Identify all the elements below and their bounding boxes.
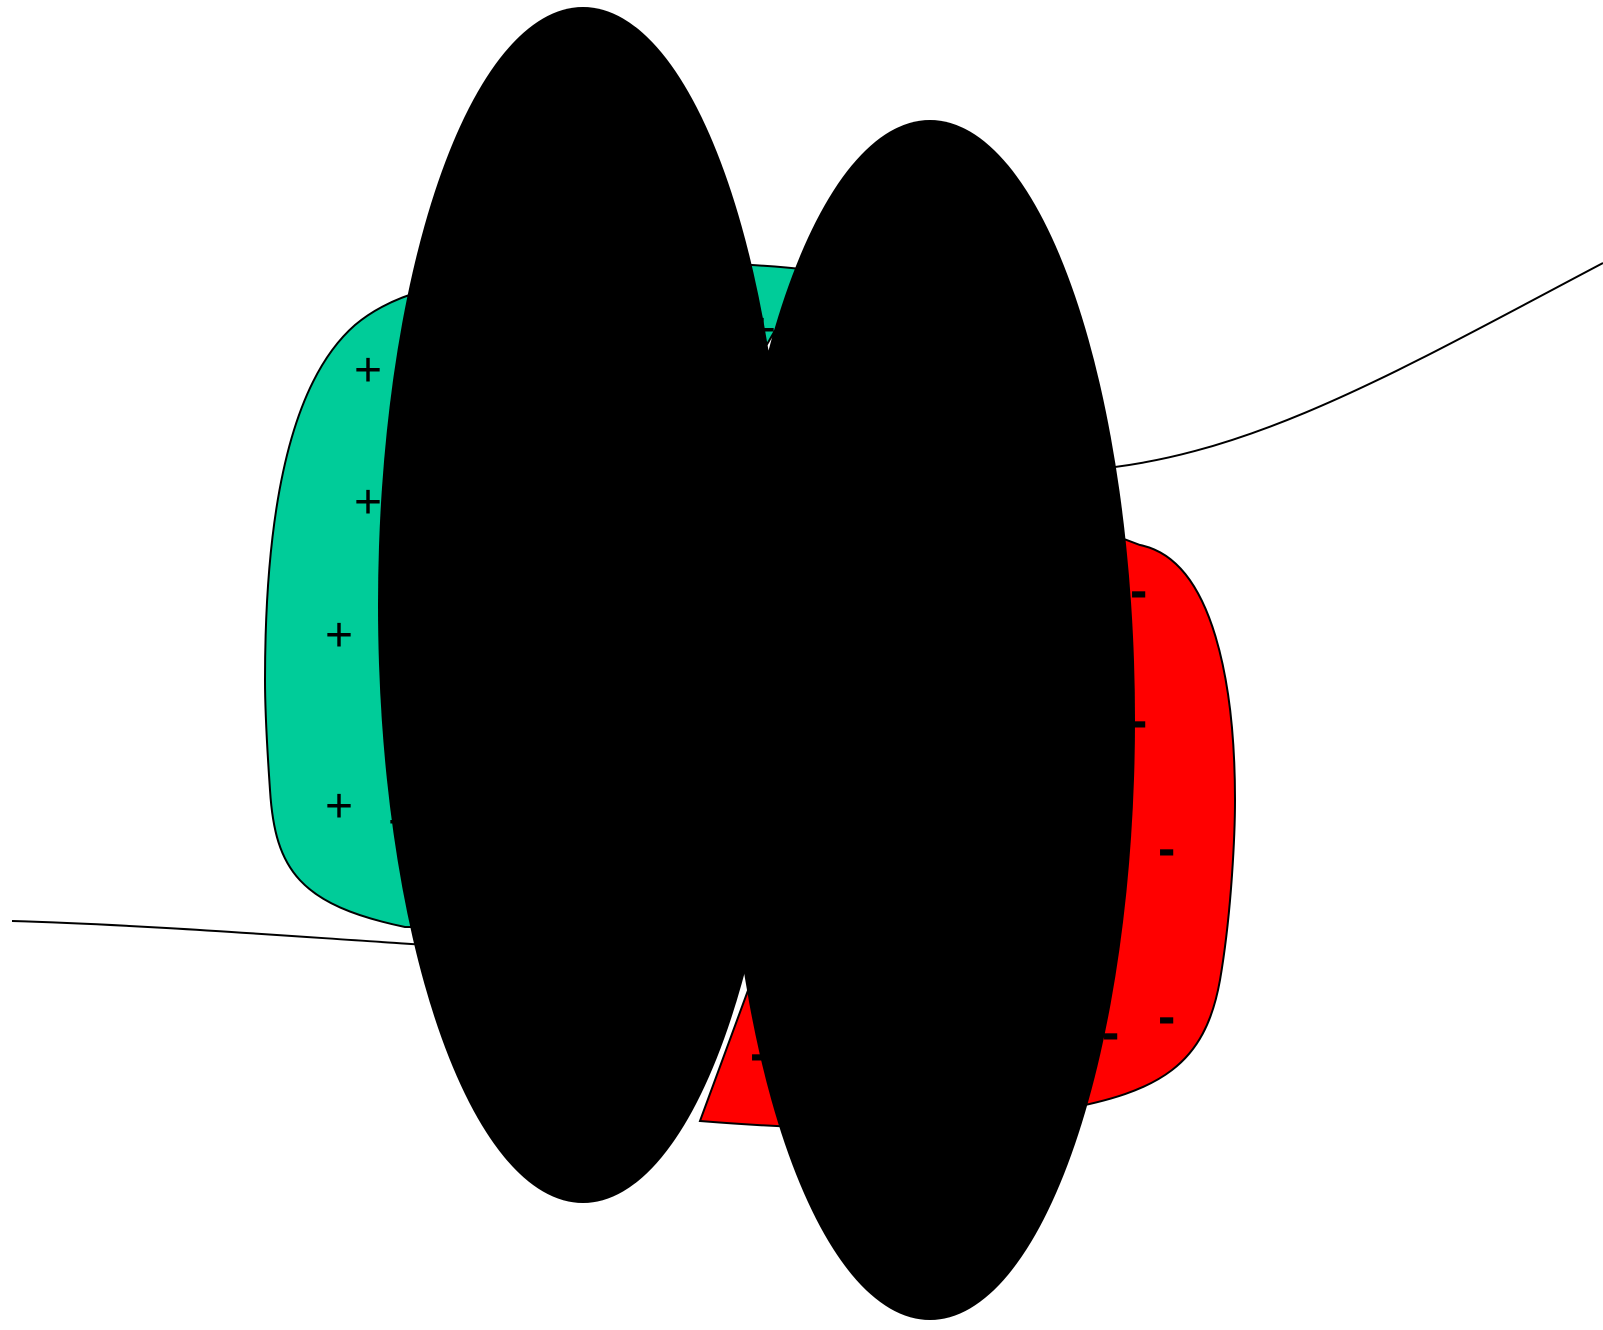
- negative-sign: -: [1158, 820, 1175, 878]
- positive-sign: +: [354, 476, 382, 529]
- negative-sign: -: [750, 1025, 767, 1083]
- positive-sign: +: [354, 344, 382, 397]
- positive-sign: +: [325, 780, 353, 833]
- positive-sign: +: [325, 609, 353, 662]
- negative-sign: -: [1130, 562, 1147, 620]
- right-plate: [725, 120, 1135, 1320]
- positive-sign: +: [388, 796, 416, 849]
- negative-sign: -: [1158, 988, 1175, 1046]
- negative-sign: -: [1130, 692, 1147, 750]
- negative-sign: -: [1102, 1004, 1119, 1062]
- left-lead-wire: [12, 921, 428, 945]
- positive-sign: +: [748, 304, 776, 357]
- left-plate: [378, 7, 788, 1203]
- right-lead-wire: [1085, 263, 1603, 470]
